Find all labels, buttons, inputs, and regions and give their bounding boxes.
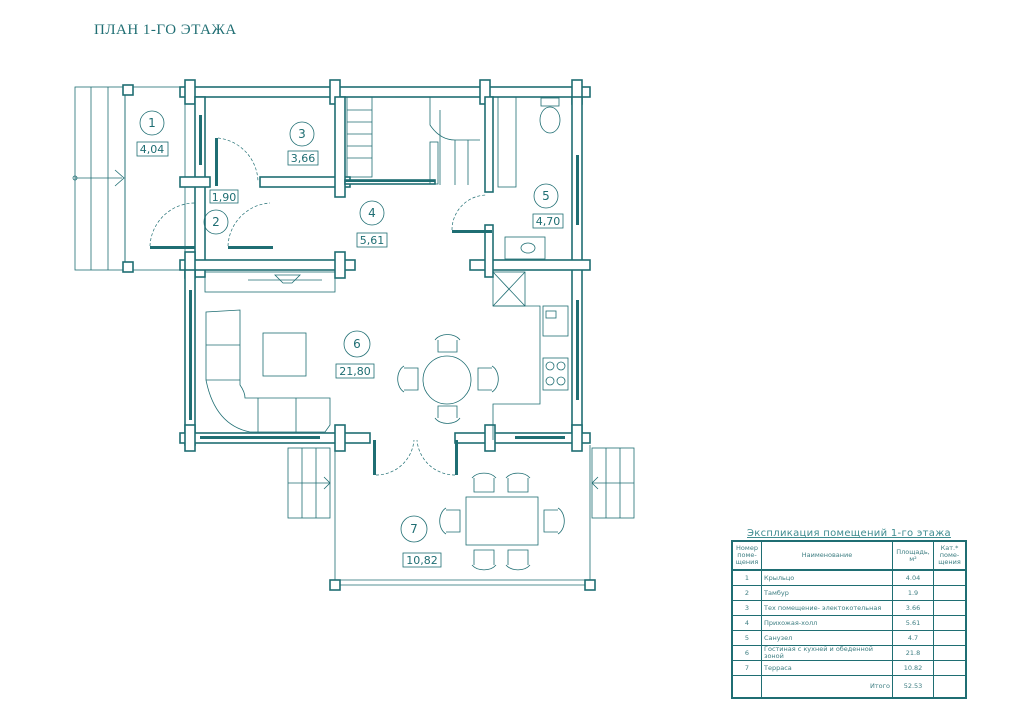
plan-title: ПЛАН 1-ГО ЭТАЖА bbox=[94, 22, 237, 38]
cell-num: 7 bbox=[731, 660, 762, 676]
cell-name: Гостиная с кухней и обеденной зоной bbox=[761, 645, 893, 661]
dining-table-round bbox=[397, 334, 499, 424]
porch-stairs bbox=[72, 86, 126, 271]
walls bbox=[179, 79, 591, 452]
room-number: 6 bbox=[353, 337, 361, 351]
room-number: 5 bbox=[542, 189, 550, 203]
header-number: Номер поме-щения bbox=[731, 540, 762, 571]
header-name: Наименование bbox=[761, 540, 893, 571]
room-label-1: 1 4,04 bbox=[136, 110, 169, 157]
cell-num: 6 bbox=[731, 645, 762, 661]
room-number: 3 bbox=[298, 127, 306, 141]
room-area: 5,61 bbox=[360, 234, 385, 247]
cell-cat bbox=[933, 645, 967, 661]
cell-num: 2 bbox=[731, 585, 762, 601]
cell-name: Санузел bbox=[761, 630, 893, 646]
room-area: 1,90 bbox=[212, 191, 237, 204]
cell-name: Тех помещение- электокотельная bbox=[761, 600, 893, 616]
total-label: Итого bbox=[761, 675, 893, 699]
room-label-5: 5 4,70 bbox=[532, 183, 564, 229]
room-label-4: 4 5,61 bbox=[356, 200, 388, 248]
room-explication-table: Экспликация помещений 1-го этажа Номер п… bbox=[731, 528, 967, 699]
room-label-3: 3 3,66 bbox=[287, 121, 319, 166]
cell-name: Прихожая-холл bbox=[761, 615, 893, 631]
cell-area: 1.9 bbox=[892, 585, 934, 601]
cell-cat bbox=[933, 660, 967, 676]
total-empty-cell bbox=[933, 675, 967, 699]
cell-num: 3 bbox=[731, 600, 762, 616]
cell-area: 10.82 bbox=[892, 660, 934, 676]
room-area: 4,70 bbox=[536, 215, 561, 228]
cell-name: Терраса bbox=[761, 660, 893, 676]
cell-num: 5 bbox=[731, 630, 762, 646]
porch-floor bbox=[124, 86, 186, 271]
room-number: 4 bbox=[368, 206, 376, 220]
room-number: 1 bbox=[148, 116, 156, 130]
cell-cat bbox=[933, 600, 967, 616]
room-area: 3,66 bbox=[291, 152, 316, 165]
cell-area: 4.04 bbox=[892, 569, 934, 586]
room-number: 7 bbox=[410, 522, 418, 536]
room-number: 2 bbox=[212, 215, 220, 229]
cell-cat bbox=[933, 630, 967, 646]
living-furniture bbox=[204, 271, 336, 433]
porch-post bbox=[122, 84, 134, 96]
cell-cat bbox=[933, 569, 967, 586]
room-label-2: 2 1,90 bbox=[203, 189, 239, 235]
cell-cat bbox=[933, 585, 967, 601]
room-area: 21,80 bbox=[339, 365, 371, 378]
total-value: 52.53 bbox=[892, 675, 934, 699]
header-category: Кат.* поме-щения bbox=[933, 540, 967, 571]
header-area: Площадь, м² bbox=[892, 540, 934, 571]
porch-post bbox=[122, 261, 134, 273]
cell-name: Крыльцо bbox=[761, 569, 893, 586]
room-label-7: 7 10,82 bbox=[400, 515, 442, 568]
cell-num: 1 bbox=[731, 569, 762, 586]
cell-area: 3.66 bbox=[892, 600, 934, 616]
header-row: Номер поме-щения Наименование Площадь, м… bbox=[731, 540, 967, 571]
room-area: 4,04 bbox=[140, 143, 165, 156]
cell-area: 21.8 bbox=[892, 645, 934, 661]
cell-name: Тамбур bbox=[761, 585, 893, 601]
windows bbox=[150, 115, 579, 475]
cell-num: 4 bbox=[731, 615, 762, 631]
terrace bbox=[287, 445, 635, 591]
room-area: 10,82 bbox=[406, 554, 438, 567]
door-swings bbox=[149, 137, 488, 476]
cell-cat bbox=[933, 615, 967, 631]
total-empty-cell bbox=[731, 675, 762, 699]
bathroom-fixtures bbox=[497, 96, 561, 260]
cell-area: 5.61 bbox=[892, 615, 934, 631]
explication-title: Экспликация помещений 1-го этажа bbox=[747, 528, 951, 539]
cell-area: 4.7 bbox=[892, 630, 934, 646]
interior-stairs bbox=[346, 96, 480, 185]
kitchen-furniture bbox=[492, 271, 569, 440]
room-label-6: 6 21,80 bbox=[335, 330, 375, 379]
explication-grid: Номер поме-щения Наименование Площадь, м… bbox=[731, 540, 967, 699]
